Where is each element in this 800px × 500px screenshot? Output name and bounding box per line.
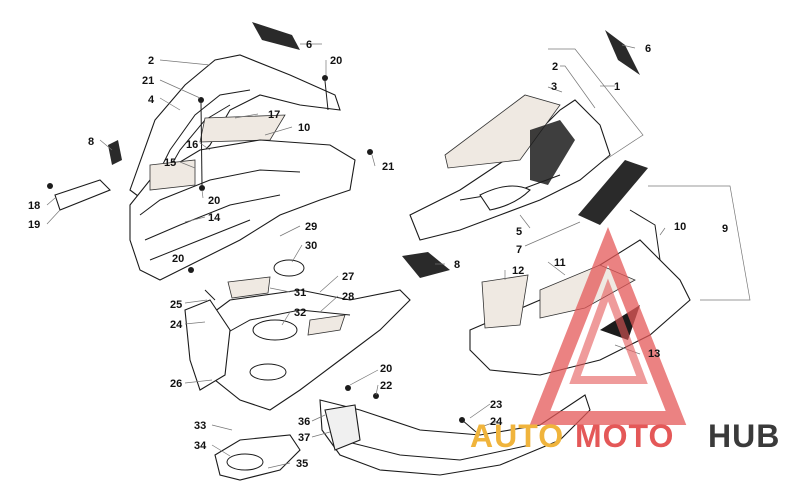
watermark-text-moto: MOTO [575, 418, 674, 454]
fastener-23-24 [459, 417, 477, 433]
callout-13: 13 [648, 348, 660, 360]
callout-11: 11 [554, 257, 566, 269]
watermark-logo: AUTO MOTO HUB [470, 226, 780, 454]
callout-25: 25 [170, 299, 182, 311]
callout-35: 35 [296, 458, 308, 470]
callout-12: 12 [512, 265, 524, 277]
callout-labels: 6 20 2 21 4 17 10 8 16 15 21 18 20 19 14… [28, 39, 728, 470]
callout-21a: 21 [142, 75, 154, 87]
callout-22: 22 [380, 380, 392, 392]
callout-2a: 2 [148, 55, 154, 67]
bracket-18-19 [47, 179, 111, 211]
callout-14: 14 [208, 212, 221, 224]
callout-10a: 10 [298, 122, 310, 134]
callout-8b: 8 [454, 259, 460, 271]
bolts-20-21 [188, 75, 373, 273]
callout-30: 30 [305, 240, 317, 252]
vent-8-left [108, 140, 122, 165]
callout-33: 33 [194, 420, 206, 432]
lower-belly-pan [319, 394, 591, 476]
callout-24b: 24 [490, 416, 503, 428]
callout-26: 26 [170, 378, 182, 390]
callout-32: 32 [294, 307, 306, 319]
callout-20b: 20 [208, 195, 220, 207]
callout-27: 27 [342, 271, 354, 283]
callout-10b: 10 [674, 221, 686, 233]
callout-5: 5 [516, 226, 522, 238]
watermark-triangle-icon [529, 226, 687, 425]
callout-6b: 6 [645, 43, 651, 55]
callout-6a: 6 [306, 39, 312, 51]
callout-1: 1 [614, 81, 620, 93]
bottom-skid-34 [214, 434, 301, 481]
callout-24a: 24 [170, 319, 183, 331]
callout-37: 37 [298, 432, 310, 444]
callout-16: 16 [186, 139, 198, 151]
callout-28: 28 [342, 291, 354, 303]
callout-17: 17 [268, 109, 280, 121]
watermark-text-auto: AUTO [470, 418, 564, 454]
callout-20a: 20 [330, 55, 342, 67]
callout-18: 18 [28, 200, 40, 212]
callout-21b: 21 [382, 161, 394, 173]
callout-2b: 2 [552, 61, 558, 73]
vent-8-right [402, 252, 450, 278]
right-fairing-upper [409, 94, 611, 241]
watermark-text-hub: HUB [708, 418, 780, 454]
callout-7: 7 [516, 244, 522, 256]
side-vent-right-6 [605, 30, 640, 75]
callout-20d: 20 [380, 363, 392, 375]
callout-31: 31 [294, 287, 306, 299]
fasteners-20-22 [345, 385, 379, 399]
callout-23: 23 [490, 399, 502, 411]
callout-4: 4 [148, 94, 155, 106]
side-trim-25-26 [184, 289, 231, 391]
callout-3: 3 [551, 81, 557, 93]
callout-19: 19 [28, 219, 40, 231]
center-panel-assembly [189, 259, 411, 411]
callout-34: 34 [194, 440, 207, 452]
lower-hood-left [129, 139, 356, 281]
vent-mesh-right [578, 160, 648, 225]
callout-29: 29 [305, 221, 317, 233]
leader-lines [46, 43, 751, 469]
callout-8a: 8 [88, 136, 94, 148]
callout-36: 36 [298, 416, 310, 428]
callout-9: 9 [722, 223, 728, 235]
callout-15: 15 [164, 157, 176, 169]
side-vent-left-6 [252, 22, 300, 50]
callout-20c: 20 [172, 253, 184, 265]
